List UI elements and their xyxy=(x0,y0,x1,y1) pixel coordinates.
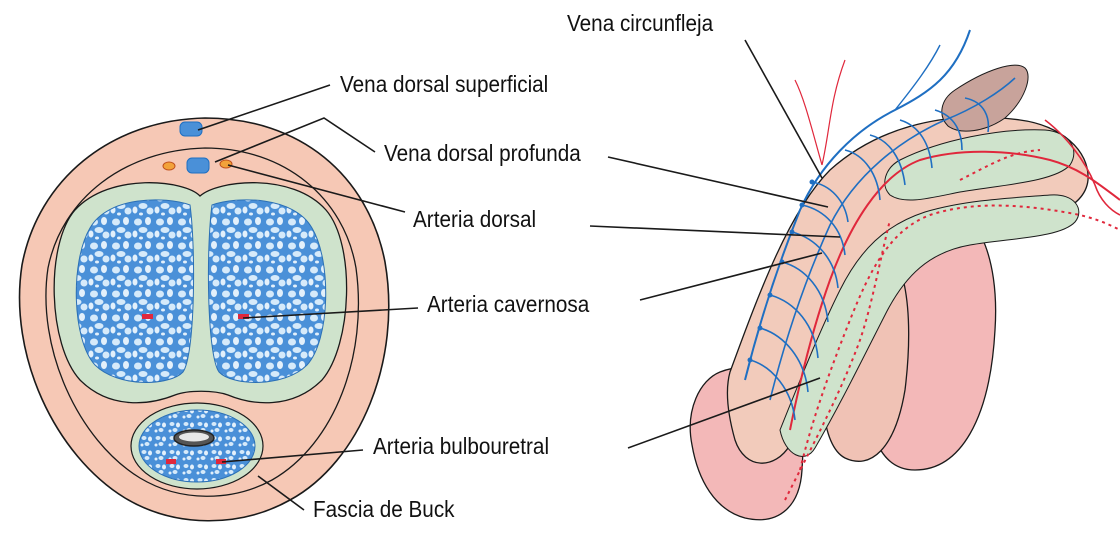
label-arteria-cavernosa: Arteria cavernosa xyxy=(427,293,589,316)
label-arteria-dorsal: Arteria dorsal xyxy=(413,208,536,231)
leader-vena-dorsal-profunda-right xyxy=(608,157,828,207)
label-vena-dorsal-superficial: Vena dorsal superficial xyxy=(340,73,548,96)
side-view xyxy=(690,30,1120,520)
cross-section xyxy=(20,118,389,521)
cavernous-artery-left xyxy=(142,314,153,319)
label-arteria-bulbouretral: Arteria bulbouretral xyxy=(373,435,549,458)
label-vena-circunfleja: Vena circunfleja xyxy=(567,12,713,35)
leader-vena-circunfleja xyxy=(745,40,822,178)
label-vena-dorsal-profunda: Vena dorsal profunda xyxy=(384,142,581,165)
dorsal-artery-left xyxy=(163,162,175,170)
vein-top-branch xyxy=(895,45,940,110)
corpus-cavernosum-left xyxy=(76,200,193,383)
label-fascia-de-buck: Fascia de Buck xyxy=(313,498,455,521)
deep-dorsal-vein xyxy=(187,158,209,173)
corpus-cavernosum-right xyxy=(208,200,325,383)
dorsal-artery-right xyxy=(220,160,232,168)
bulbourethral-artery-left xyxy=(166,459,176,464)
urethra-lumen xyxy=(179,433,209,442)
